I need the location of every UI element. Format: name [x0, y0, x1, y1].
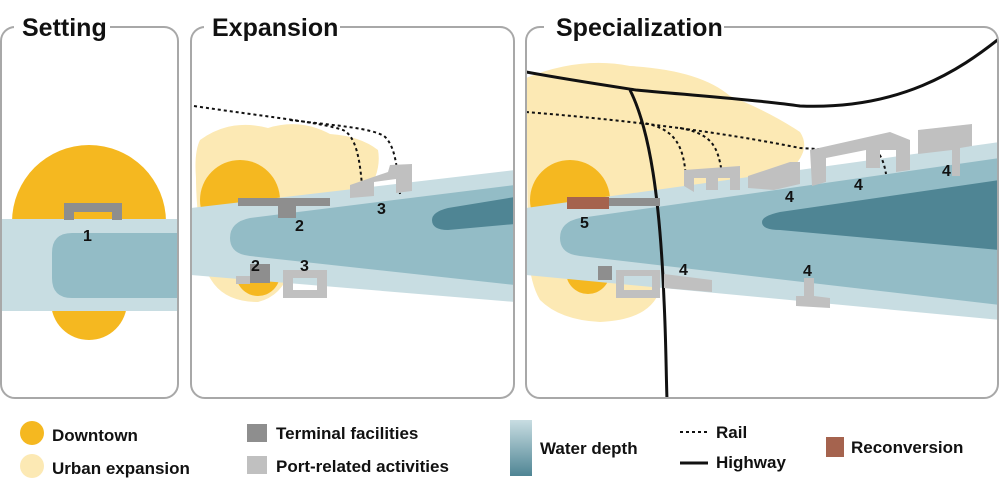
panel-setting: Setting 1: [0, 12, 179, 399]
port-related-activity: [918, 124, 972, 176]
highway: [526, 36, 998, 108]
legend-label-water-depth: Water depth: [540, 439, 638, 458]
port-related-activity: [796, 278, 830, 308]
port-related-activity: [350, 164, 412, 198]
rail-line: [679, 127, 723, 175]
terminal-facilities-swatch: [247, 424, 267, 442]
legend-label-downtown: Downtown: [52, 426, 138, 445]
map-marker: 2: [295, 218, 304, 235]
panel-specialization: Specialization 5 4 4 4 4 4: [525, 12, 999, 399]
rail-line: [526, 111, 871, 151]
legend-label-highway: Highway: [716, 453, 786, 472]
map-marker: 5: [580, 215, 589, 232]
port-related-activity: [810, 132, 910, 186]
panel-frame: [190, 26, 515, 399]
port-related-activity: [684, 166, 740, 192]
legend-label-reconversion: Reconversion: [851, 438, 963, 457]
port-related-activity: [748, 162, 800, 190]
title-backdrop: [204, 12, 340, 42]
legend-label-port-related: Port-related activities: [276, 457, 449, 476]
rail-line: [193, 105, 363, 187]
terminal-facility: [250, 264, 270, 283]
port-related-activity: [236, 276, 250, 284]
deep-water-channel: [762, 180, 998, 250]
port-related-swatch: [247, 456, 267, 474]
map-marker: 4: [679, 262, 688, 279]
map-marker: 1: [83, 228, 92, 245]
reconversion-swatch: [826, 437, 844, 457]
rail-line: [639, 121, 687, 181]
terminal-facility: [238, 198, 330, 206]
map-marker: 4: [785, 189, 794, 206]
mid-water-channel: [560, 158, 998, 305]
terminal-facility: [278, 206, 296, 218]
panel-title: Setting: [22, 14, 107, 42]
map-marker: 4: [854, 177, 863, 194]
terminal-facility: [598, 266, 612, 280]
highway: [628, 89, 669, 398]
water-depth-swatch: [510, 420, 532, 476]
legend: Downtown Urban expansion Terminal facili…: [20, 420, 963, 478]
deep-water-channel: [432, 197, 514, 230]
legend-label-urban-expansion: Urban expansion: [52, 459, 190, 478]
map-marker: 3: [377, 201, 386, 218]
map-marker: 3: [300, 258, 309, 275]
urban-expansion-swatch: [20, 454, 44, 478]
panel-frame: [525, 26, 999, 399]
panel-title: Specialization: [556, 14, 723, 42]
terminal-facility: [609, 198, 660, 206]
map-marker: 4: [942, 163, 951, 180]
reconversion-area: [567, 197, 609, 209]
map-marker: 2: [251, 258, 260, 275]
legend-label-rail: Rail: [716, 423, 747, 442]
port-related-activity: [616, 270, 660, 298]
port-related-activity: [664, 274, 712, 292]
panel-expansion: Expansion 2 3 2 3: [190, 12, 515, 399]
deep-water-channel: [52, 233, 178, 298]
terminal-facility: [64, 203, 122, 220]
panel-title: Expansion: [212, 14, 338, 42]
downtown-swatch: [20, 421, 44, 445]
title-backdrop: [544, 12, 724, 42]
map-marker: 4: [803, 263, 812, 280]
title-backdrop: [14, 12, 110, 42]
legend-label-terminal-facilities: Terminal facilities: [276, 424, 418, 443]
port-related-activity: [283, 270, 327, 298]
